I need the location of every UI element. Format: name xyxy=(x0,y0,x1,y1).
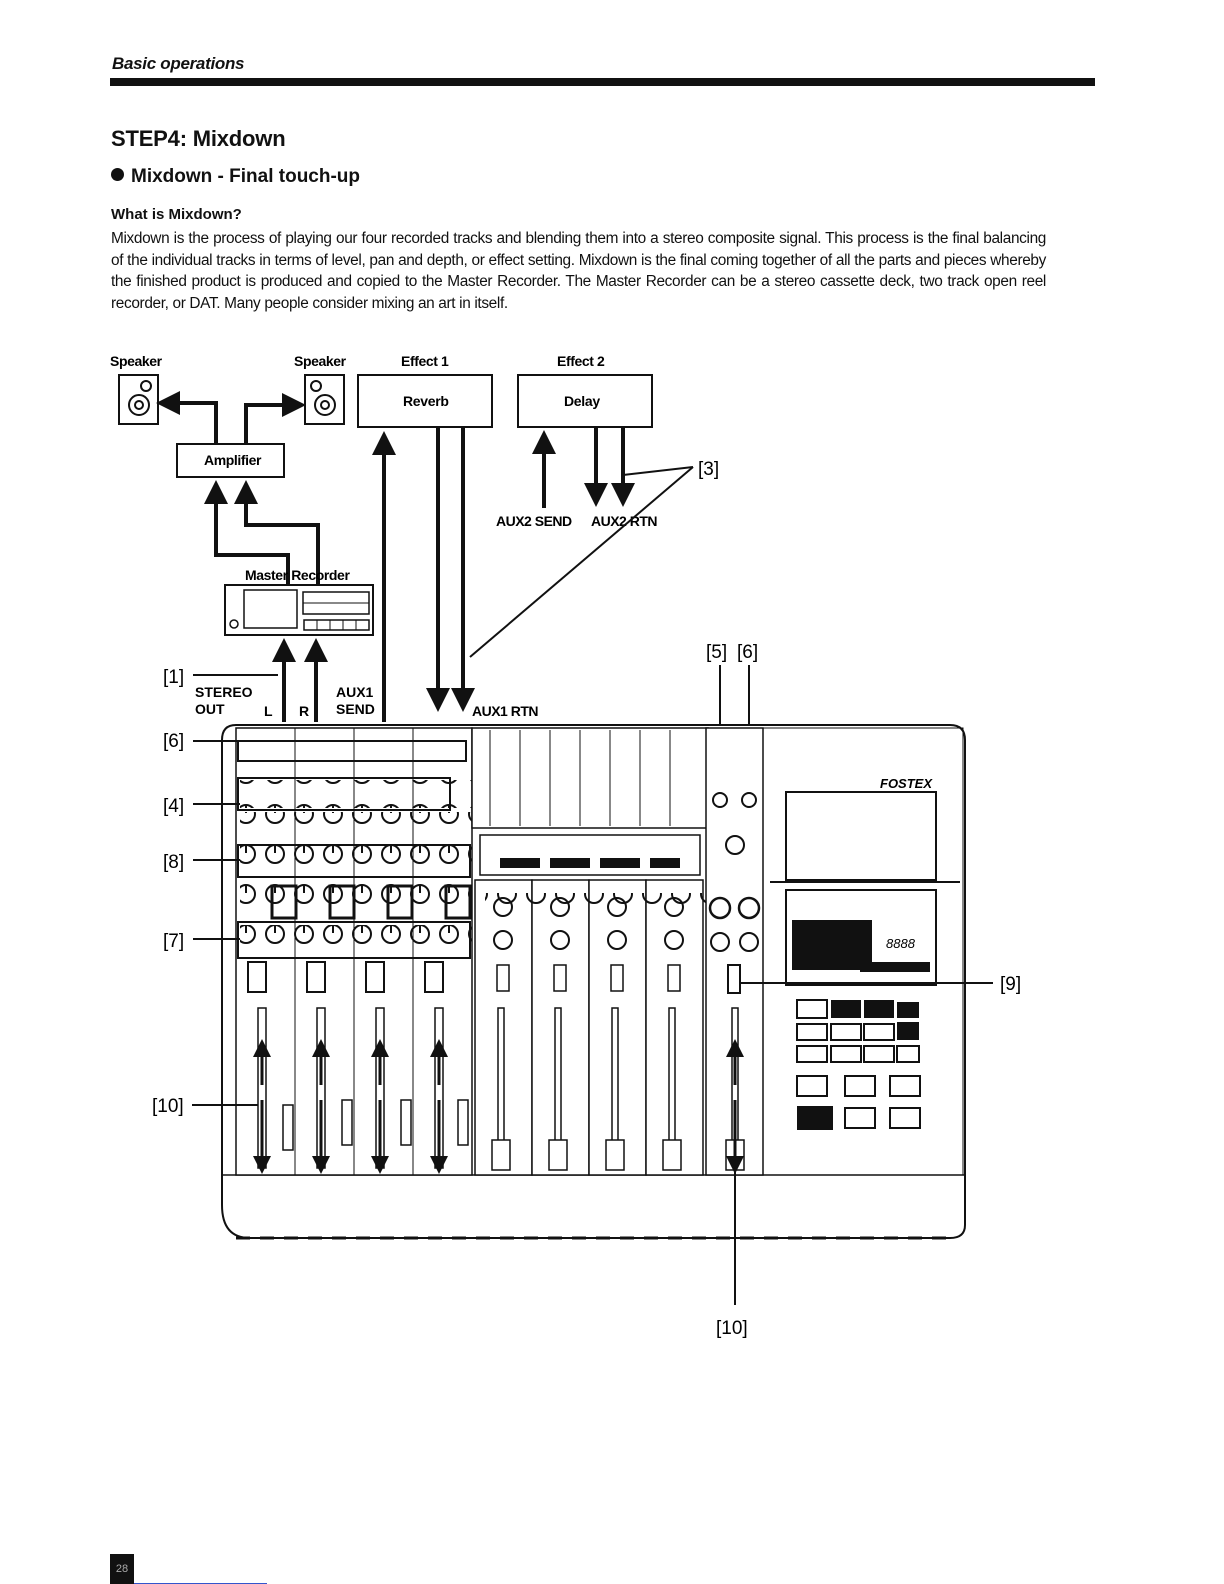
reverb-box xyxy=(357,374,493,428)
speaker-left-icon xyxy=(118,374,159,425)
amp-to-speaker-right xyxy=(244,393,306,444)
stereo-label: STEREO xyxy=(195,684,253,700)
amplifier-box xyxy=(176,443,285,478)
question-heading: What is Mixdown? xyxy=(111,206,242,223)
send-label: SEND xyxy=(336,701,375,717)
callout-3-line-a xyxy=(622,466,694,476)
effect2-label: Effect 2 xyxy=(557,353,605,369)
callout-8: [8] xyxy=(163,852,184,873)
delay-box xyxy=(517,374,653,428)
master-recorder-icon xyxy=(224,584,374,636)
callout-5: [5] xyxy=(706,642,727,663)
aux2-send-label: AUX2 SEND xyxy=(496,513,572,529)
aux1-label: AUX1 xyxy=(336,684,374,700)
aux2-rtn-label: AUX2 RTN xyxy=(591,513,657,529)
recorder-to-amp-l xyxy=(204,480,290,585)
callout-4: [4] xyxy=(163,796,184,817)
speaker-left-label: Speaker xyxy=(110,353,163,369)
reverb-label: Reverb xyxy=(403,393,449,409)
amp-to-speaker-left xyxy=(156,391,218,444)
callout-6-left: [6] xyxy=(163,731,184,752)
bullet-icon xyxy=(111,168,124,181)
page-number: 28 xyxy=(110,1554,134,1584)
brand-logo: FOSTEX xyxy=(880,776,933,791)
display-digits: 8888 xyxy=(886,936,916,951)
sub-title: Mixdown - Final touch-up xyxy=(111,166,360,188)
callout-9: [9] xyxy=(1000,974,1021,995)
speaker-right-icon xyxy=(304,374,345,425)
callout-10-left: [10] xyxy=(152,1096,184,1117)
effect1-label: Effect 1 xyxy=(401,353,449,369)
callout-3-line-b xyxy=(469,466,694,658)
step-title: STEP4: Mixdown xyxy=(111,126,286,151)
amplifier-label: Amplifier xyxy=(204,452,262,468)
r-label: R xyxy=(299,703,309,719)
master-recorder-label: Master Recorder xyxy=(245,567,350,583)
speaker-right-label: Speaker xyxy=(294,353,347,369)
callout-6-right: [6] xyxy=(737,642,758,663)
mixer-unit: FOSTEX 8888 xyxy=(221,724,966,1240)
callout-3: [3] xyxy=(698,459,719,480)
body-paragraph: Mixdown is the process of playing our fo… xyxy=(111,230,1046,312)
callout-10-bottom: [10] xyxy=(716,1318,748,1339)
recorder-to-amp-r xyxy=(234,480,320,585)
l-label: L xyxy=(264,703,273,719)
callout-1: [1] xyxy=(163,667,184,688)
sub-title-text: Mixdown - Final touch-up xyxy=(131,166,361,187)
header-rule xyxy=(110,78,1095,86)
out-label: OUT xyxy=(195,701,225,717)
delay-label: Delay xyxy=(564,393,600,409)
aux1-rtn-label: AUX1 RTN xyxy=(472,703,538,719)
callout-7: [7] xyxy=(163,931,184,952)
running-head: Basic operations xyxy=(112,54,245,73)
